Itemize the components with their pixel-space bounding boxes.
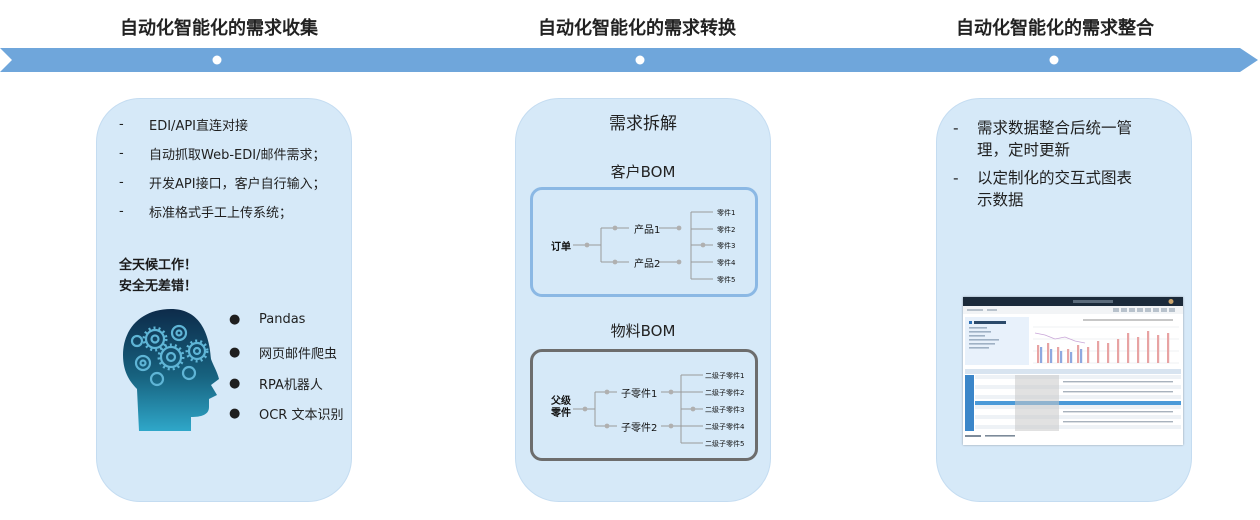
material-bom-title: 物料BOM	[516, 320, 770, 341]
tool-item: ●网页邮件爬虫	[229, 343, 337, 362]
timeline-dot-3	[1050, 56, 1059, 65]
bom-leaf-part: 零件4	[717, 258, 735, 268]
bom-leaf-part: 零件1	[717, 208, 735, 218]
dashboard-thumbnail	[963, 297, 1183, 445]
bom-node-subpart: 子零件2	[621, 419, 657, 434]
bom-node-order: 订单	[551, 238, 571, 253]
panel-integration: - 需求数据整合后统一管 理，定时更新 - 以定制化的交互式图表 示数据	[936, 98, 1192, 502]
stage-title-collection: 自动化智能化的需求收集	[39, 14, 399, 40]
bom-node-product: 产品2	[634, 255, 660, 270]
stage-title-integration: 自动化智能化的需求整合	[875, 14, 1235, 40]
integration-point: - 需求数据整合后统一管 理，定时更新	[953, 117, 1132, 161]
motto: 全天候工作！ 安全无差错！	[119, 255, 197, 297]
stage-title-conversion: 自动化智能化的需求转换	[457, 14, 817, 40]
collection-bullet: -开发API接口，客户自行输入；	[119, 173, 326, 192]
bom-node-subpart: 子零件1	[621, 385, 657, 400]
bom-leaf-part: 零件5	[717, 275, 735, 285]
timeline-arrow	[0, 40, 1260, 80]
collection-bullet: -EDI/API直连对接	[119, 115, 248, 134]
collection-bullet: -自动抓取Web-EDI/邮件需求；	[119, 144, 325, 163]
bom-leaf-part: 零件2	[717, 225, 735, 235]
timeline-dot-1	[213, 56, 222, 65]
customer-bom-tree: 订单 产品1 产品2 零件1 零件2 零件3 零件4 零件5	[530, 187, 758, 297]
material-bom-tree: 父级 零件 子零件1 子零件2 二级子零件1 二级子零件2 二级子零件3 二级子…	[530, 349, 758, 461]
bom-leaf-subpart: 二级子零件1	[705, 371, 744, 381]
bom-leaf-subpart: 二级子零件2	[705, 388, 744, 398]
panel-conversion: 需求拆解 客户BOM	[515, 98, 771, 502]
customer-bom-title: 客户BOM	[516, 161, 770, 182]
bom-leaf-part: 零件3	[717, 241, 735, 251]
panel-collection: -EDI/API直连对接 -自动抓取Web-EDI/邮件需求； -开发API接口…	[96, 98, 352, 502]
bom-leaf-subpart: 二级子零件3	[705, 405, 744, 415]
tool-item: ●OCR 文本识别	[229, 404, 343, 423]
ai-head-gears-icon	[113, 305, 233, 435]
bom-node-product: 产品1	[634, 221, 660, 236]
motto-line: 全天候工作！	[119, 255, 197, 276]
timeline-dot-2	[636, 56, 645, 65]
demand-planning-dashboard-image	[963, 297, 1183, 445]
bom-breakdown-title: 需求拆解	[516, 109, 770, 134]
bom-leaf-subpart: 二级子零件5	[705, 439, 744, 449]
tool-item: ●RPA机器人	[229, 374, 323, 393]
bom-node-parent-part: 父级 零件	[551, 396, 571, 420]
integration-point: - 以定制化的交互式图表 示数据	[953, 167, 1132, 211]
bom-leaf-subpart: 二级子零件4	[705, 422, 744, 432]
collection-bullet: -标准格式手工上传系统；	[119, 202, 292, 221]
motto-line: 安全无差错！	[119, 276, 197, 297]
tool-item: ●Pandas	[229, 312, 305, 327]
